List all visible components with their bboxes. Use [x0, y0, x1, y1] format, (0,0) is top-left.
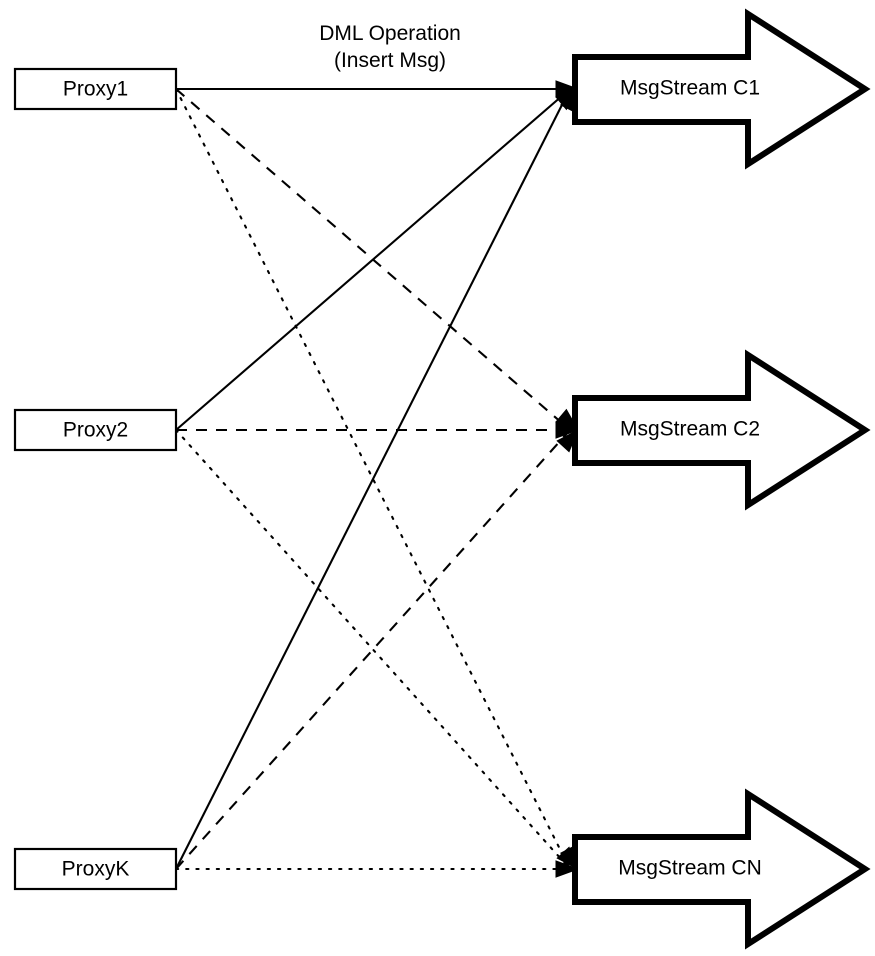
- proxy-node-proxy1[interactable]: Proxy1: [13, 67, 178, 111]
- annotation-dml-operation: DML Operation (Insert Msg): [319, 22, 461, 72]
- edge-proxyk-to-c1: [175, 88, 571, 870]
- stream-arrow-shape-msgstream-c2: [572, 349, 871, 511]
- edges-layer: [174, 87, 572, 871]
- stream-label-msgstream-c2: MsgStream C2: [620, 418, 760, 441]
- arrowhead-proxyk-to-cn: [555, 860, 580, 878]
- arrowhead-proxy2-to-c2: [555, 421, 580, 439]
- proxy-node-proxyk[interactable]: ProxyK: [13, 847, 178, 891]
- annotations-layer: DML Operation (Insert Msg): [319, 22, 461, 72]
- edge-proxy2-to-c1: [175, 88, 571, 431]
- stream-node-msgstream-c2[interactable]: MsgStream C2: [572, 349, 871, 511]
- proxy-node-proxy2[interactable]: Proxy2: [13, 408, 178, 452]
- annotation-line2-dml-operation: (Insert Msg): [334, 49, 446, 72]
- stream-label-msgstream-cn: MsgStream CN: [618, 857, 762, 880]
- annotation-line1-dml-operation: DML Operation: [319, 22, 461, 45]
- edge-proxy2-to-cn: [174, 428, 572, 871]
- proxy-label-proxy2: Proxy2: [63, 419, 128, 442]
- proxy-label-proxyk: ProxyK: [62, 858, 130, 881]
- arrowheads-layer: [555, 80, 580, 878]
- edge-proxy1-to-cn: [174, 87, 572, 871]
- targets-layer: MsgStream C1 MsgStream C2 MsgStream CN: [572, 8, 871, 950]
- proxy-box-proxy2: [13, 408, 178, 452]
- proxy-box-proxy1: [13, 67, 178, 111]
- stream-node-msgstream-c1[interactable]: MsgStream C1: [572, 8, 871, 170]
- stream-label-msgstream-c1: MsgStream C1: [620, 77, 760, 100]
- stream-node-msgstream-cn[interactable]: MsgStream CN: [572, 788, 871, 950]
- stream-arrow-shape-msgstream-c1: [572, 8, 871, 170]
- stream-arrow-shape-msgstream-cn: [572, 788, 871, 950]
- proxy-box-proxyk: [13, 847, 178, 891]
- proxy-label-proxy1: Proxy1: [63, 78, 128, 101]
